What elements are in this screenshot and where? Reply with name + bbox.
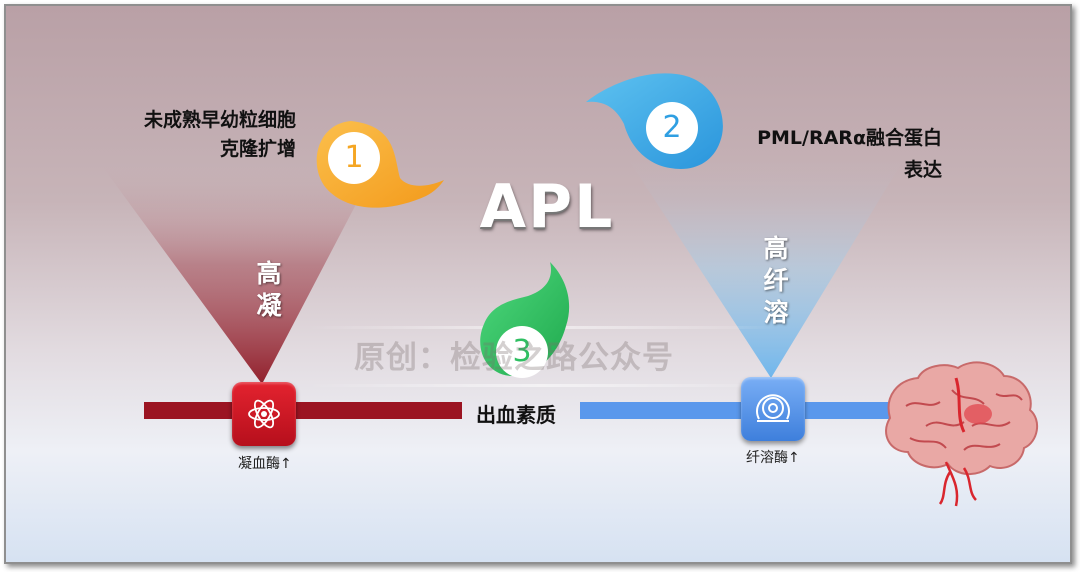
step-1-number: 1 <box>344 140 364 175</box>
step-2-label-line1: PML/RARα融合蛋白 <box>757 127 942 149</box>
watermark: 原创：检验之路公众号 <box>354 340 674 376</box>
coagulation-bar <box>144 402 462 419</box>
step-1-label-line2: 克隆扩增 <box>219 138 296 160</box>
atom-icon <box>248 399 280 429</box>
left-cone-label: 高 凝 <box>249 258 289 322</box>
target-icon <box>756 394 790 422</box>
right-cone-char-3: 溶 <box>763 298 789 327</box>
step-2-number: 2 <box>662 110 682 145</box>
step-1-drop <box>316 121 444 208</box>
right-cone-char-2: 纤 <box>763 266 789 295</box>
right-cone-label: 高 纤 溶 <box>756 233 796 329</box>
coagulation-node-label: 凝血酶↑ <box>238 456 292 472</box>
step-3-drop <box>480 262 570 378</box>
diagram-frame: 1 2 3 未成熟早幼粒细胞 克隆扩增 PML/RARα融合蛋白 表达 APL … <box>4 4 1072 564</box>
fibrinolysis-bar <box>580 402 900 419</box>
left-cone <box>102 166 376 384</box>
right-cone <box>626 156 906 378</box>
brain-icon <box>885 361 1039 507</box>
step-2-label-line2: 表达 <box>903 159 942 181</box>
step-2-label: PML/RARα融合蛋白 表达 <box>722 122 942 186</box>
right-cone-char-1: 高 <box>763 234 789 263</box>
step-1-label-line1: 未成熟早幼粒细胞 <box>143 109 296 131</box>
highlight-line <box>306 384 776 387</box>
fibrinolysis-node-label: 纤溶酶↑ <box>746 450 800 466</box>
diagram-graphics <box>102 73 1039 507</box>
left-cone-char-1: 高 <box>256 259 282 288</box>
left-cone-char-2: 凝 <box>256 291 282 320</box>
diagram-title: APL <box>479 172 615 242</box>
coagulation-node <box>232 382 296 446</box>
step-3-number: 3 <box>512 334 532 369</box>
step-2-drop <box>586 73 723 169</box>
center-label: 出血素质 <box>476 403 556 427</box>
fibrinolysis-node <box>741 377 805 441</box>
step-1-label: 未成熟早幼粒细胞 克隆扩增 <box>106 106 296 164</box>
